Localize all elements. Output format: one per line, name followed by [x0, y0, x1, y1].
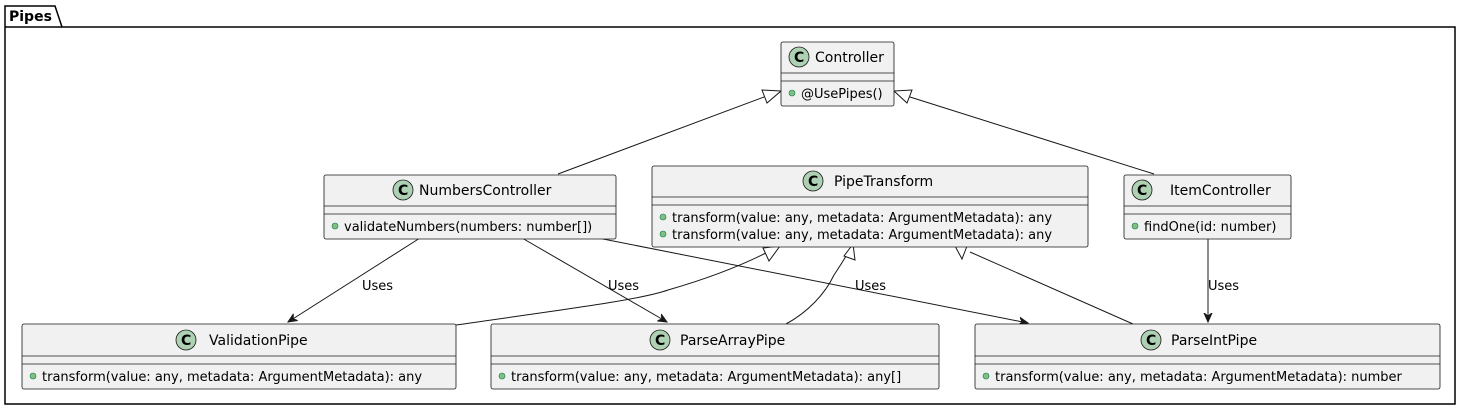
edge-numbers-extends-controller — [557, 96, 765, 175]
class-stereotype-letter: C — [1137, 183, 1147, 199]
class-stereotype-icon — [788, 46, 810, 68]
class-member: findOne(id: number) — [1144, 220, 1276, 235]
edge-label-numbers-parsearray: Uses — [608, 279, 639, 294]
class-item-controller: C ItemController findOne(id: number) — [1123, 174, 1292, 240]
package-title: Pipes — [9, 9, 52, 25]
class-member: @UsePipes() — [801, 87, 883, 102]
class-stereotype-icon — [1140, 329, 1162, 351]
edge-item-extends-controller — [909, 96, 1155, 175]
class-member: transform(value: any, metadata: Argument… — [672, 228, 1052, 243]
class-stereotype-letter: C — [1146, 333, 1156, 349]
edge-label-numbers-validation: Uses — [362, 279, 393, 294]
edge-numbers-uses-parsearray — [521, 237, 667, 322]
edge-labels: Uses Uses Uses Uses — [362, 279, 1239, 294]
class-name: PipeTransform — [834, 174, 933, 190]
triangle-head-icon — [761, 89, 783, 104]
triangle-head-icon — [892, 89, 913, 104]
class-name: ValidationPipe — [209, 333, 308, 349]
triangle-head-icon — [843, 242, 856, 261]
public-member-icon — [29, 372, 37, 380]
class-member: transform(value: any, metadata: Argument… — [42, 370, 422, 385]
class-stereotype-letter: C — [181, 333, 191, 349]
public-member-icon — [788, 89, 796, 97]
class-stereotype-letter: C — [398, 183, 408, 199]
class-member: validateNumbers(numbers: number[]) — [344, 220, 592, 235]
class-name: ParseArrayPipe — [680, 333, 785, 349]
edges — [288, 96, 1208, 326]
class-member: transform(value: any, metadata: Argument… — [511, 370, 901, 385]
class-stereotype-letter: C — [808, 174, 818, 190]
class-validation-pipe: C ValidationPipe transform(value: any, m… — [21, 323, 457, 390]
edge-numbers-uses-validation — [288, 237, 421, 322]
class-stereotype-letter: C — [794, 50, 804, 66]
class-parse-int-pipe: C ParseIntPipe transform(value: any, met… — [974, 323, 1441, 390]
class-name: ParseIntPipe — [1171, 333, 1257, 349]
class-name: ItemController — [1170, 183, 1271, 199]
class-member: transform(value: any, metadata: Argument… — [995, 370, 1403, 385]
edge-label-item-parseint: Uses — [1208, 279, 1239, 294]
class-stereotype-letter: C — [655, 333, 665, 349]
class-pipe-transform: C PipeTransform transform(value: any, me… — [651, 165, 1089, 248]
class-stereotype-icon — [1131, 179, 1153, 201]
public-member-icon — [331, 222, 339, 230]
triangle-head-icon — [762, 245, 782, 262]
public-member-icon — [659, 213, 667, 221]
edge-validation-implements-pipetransform — [455, 252, 767, 326]
class-numbers-controller: C NumbersController validateNumbers(numb… — [323, 174, 617, 240]
class-stereotype-icon — [175, 329, 197, 351]
public-member-icon — [659, 230, 667, 238]
class-name: NumbersController — [419, 183, 552, 199]
class-name: Controller — [815, 50, 884, 66]
edge-parseint-implements-pipetransform — [969, 251, 1134, 325]
public-member-icon — [498, 372, 506, 380]
class-parse-array-pipe: C ParseArrayPipe transform(value: any, m… — [490, 323, 940, 390]
class-stereotype-icon — [802, 170, 824, 192]
edge-numbers-uses-parseint — [597, 237, 1028, 323]
edge-parsearray-implements-pipetransform — [785, 250, 850, 325]
public-member-icon — [982, 372, 990, 380]
edge-label-numbers-parseint: Uses — [855, 279, 886, 294]
class-stereotype-icon — [649, 329, 671, 351]
public-member-icon — [1131, 222, 1139, 230]
triangle-head-icon — [954, 245, 968, 261]
class-stereotype-icon — [392, 179, 414, 201]
class-controller: C Controller @UsePipes() — [780, 41, 895, 107]
package-pipes: Pipes — [4, 5, 1456, 405]
class-member: transform(value: any, metadata: Argument… — [672, 211, 1052, 226]
